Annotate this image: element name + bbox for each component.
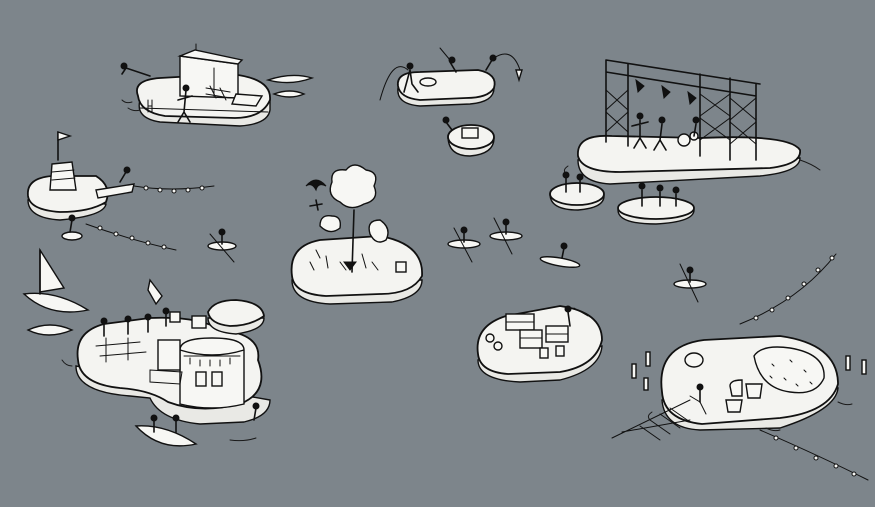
audience-islet-icon <box>617 182 695 225</box>
pool-island-icon <box>611 335 867 441</box>
kayaker-icon <box>489 217 523 255</box>
buoy-line-icon <box>739 253 869 481</box>
tree-garden-island-icon <box>290 164 423 305</box>
bird-icon <box>309 199 323 211</box>
sailboat-icon <box>22 247 90 313</box>
rowboat-icon <box>26 324 74 336</box>
hut-island-icon <box>120 43 315 127</box>
rowboat-icon <box>147 278 163 306</box>
kayaker-icon <box>207 228 237 263</box>
small-round-island-icon <box>442 116 495 157</box>
buoy-line-icon <box>85 185 215 251</box>
bird-icon <box>305 179 327 192</box>
kayaker-icon <box>447 226 481 263</box>
audience-islet-icon <box>549 171 605 211</box>
cafe-island-icon <box>61 299 271 447</box>
fishing-island-icon <box>379 47 523 107</box>
kayaker-icon <box>539 242 581 268</box>
kayaker-icon <box>673 263 707 303</box>
concert-stage-island-icon <box>563 59 821 185</box>
market-island-icon <box>476 305 603 383</box>
lighthouse-island-icon <box>27 131 135 241</box>
